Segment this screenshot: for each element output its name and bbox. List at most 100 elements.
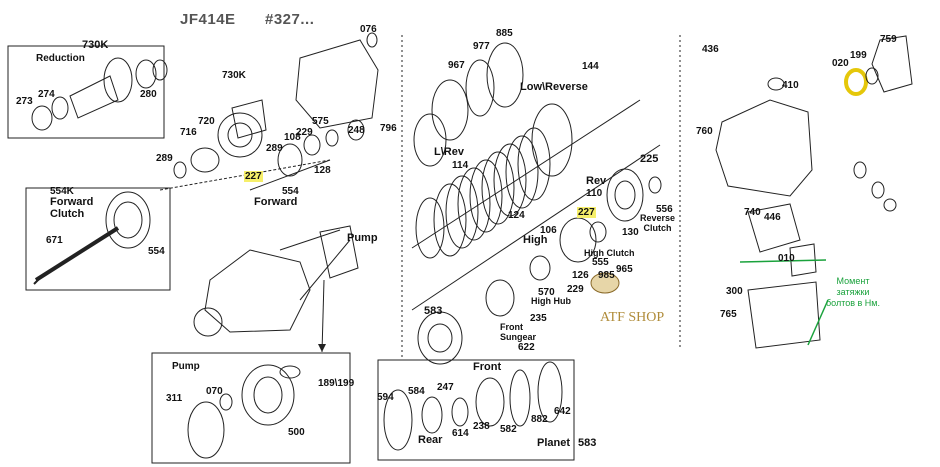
part-882: 882 [531, 414, 548, 425]
high-label: High [523, 234, 548, 246]
part-583b: 583 [578, 437, 597, 449]
pump-box [151, 352, 351, 464]
part-274: 274 [38, 89, 55, 100]
part-730k: 730K [222, 70, 246, 81]
planet-label: Planet [537, 437, 571, 449]
forward-clutch-label: Forward Clutch [50, 196, 94, 220]
part-235: 235 [530, 313, 547, 324]
part-622: 622 [518, 342, 535, 353]
part-227-rev: 227 [577, 207, 596, 218]
ring-gear-720 [217, 112, 263, 158]
main-case [204, 249, 311, 333]
pump-cover [319, 225, 359, 279]
reduction-label: Reduction [36, 53, 85, 64]
reduction-box [7, 45, 165, 139]
part-199: 199 [850, 50, 867, 61]
part-796: 796 [380, 123, 397, 134]
part-130: 130 [622, 227, 639, 238]
differential-716 [190, 147, 220, 173]
pump-body [241, 364, 295, 426]
part-584: 584 [408, 386, 425, 397]
part-570: 570 [538, 287, 555, 298]
part-070: 070 [206, 386, 223, 397]
transfer-housing [295, 39, 379, 129]
torque-note: Момент затяжки болтов в Нм. [826, 276, 880, 308]
pump-title: Pump [347, 232, 378, 244]
part-110: 110 [586, 188, 603, 199]
part-967: 967 [448, 60, 465, 71]
part-189-199: 189\199 [318, 378, 355, 389]
filter-010 [789, 243, 817, 277]
reverse-clutch-label: Reverse Clutch [640, 213, 676, 233]
part-720: 720 [198, 116, 215, 127]
part-238: 238 [473, 421, 490, 432]
forward-clutch-drum [105, 191, 151, 249]
rev-label: Rev [586, 175, 607, 187]
forward-label: Forward [254, 196, 298, 208]
part-076: 076 [360, 24, 377, 35]
ring-594 [383, 389, 413, 451]
reverse-clutch-drum [606, 168, 644, 222]
part-289a: 289 [266, 143, 283, 154]
part-594: 594 [377, 392, 394, 403]
front-sungear-label: Front Sungear [500, 322, 537, 342]
forward-clutch-box [25, 187, 171, 291]
part-716: 716 [180, 127, 197, 138]
part-765: 765 [720, 309, 737, 320]
part-247: 247 [437, 382, 454, 393]
part-554a: 554 [282, 186, 299, 197]
part-124: 124 [508, 210, 525, 221]
part-108: 108 [284, 132, 301, 143]
part-128: 128 [314, 165, 331, 176]
part-229: 229 [296, 127, 313, 138]
part-144: 144 [582, 61, 599, 72]
pump-label: Pump [172, 361, 200, 372]
front-sungear [485, 279, 515, 317]
washer-273 [31, 105, 53, 131]
part-126: 126 [572, 270, 589, 281]
part-300: 300 [726, 286, 743, 297]
part-500: 500 [288, 427, 305, 438]
seal-311 [187, 401, 225, 459]
part-642: 642 [554, 406, 571, 417]
part-614: 614 [452, 428, 469, 439]
carrier-582 [475, 377, 505, 427]
snap-ring-885 [486, 42, 524, 108]
reduction-gear [103, 57, 133, 103]
oil-pan-765 [747, 281, 821, 349]
part-229b: 229 [567, 284, 584, 295]
model-title: JF414E [180, 11, 236, 28]
part-730k-header: 730K [82, 39, 109, 51]
part-114: 114 [452, 160, 469, 171]
part-759: 759 [880, 34, 897, 45]
ring-020 [844, 68, 868, 96]
high-clutch-label: High Clutch [584, 248, 635, 258]
part-554b: 554 [148, 246, 165, 257]
part-671: 671 [46, 235, 63, 246]
part-227-forward: 227 [244, 171, 263, 182]
ref-number: #327... [265, 11, 315, 28]
part-106: 106 [540, 225, 557, 236]
part-575: 575 [312, 116, 329, 127]
planet-box [377, 359, 575, 461]
part-280: 280 [140, 89, 157, 100]
planet-642 [537, 361, 563, 423]
part-436: 436 [702, 44, 719, 55]
l-rev-label: L\Rev [434, 146, 464, 158]
valve-body-740 [747, 203, 801, 253]
clutch-plates-114 [433, 127, 551, 257]
part-582: 582 [500, 424, 517, 435]
part-010: 010 [778, 253, 795, 264]
cover-759 [871, 35, 913, 93]
part-740: 740 [744, 207, 761, 218]
part-555: 555 [592, 257, 609, 268]
part-273: 273 [16, 96, 33, 107]
part-985 [590, 272, 620, 294]
transmission-case-760 [715, 99, 813, 197]
planet-583 [417, 311, 463, 365]
part-311: 311 [166, 393, 183, 404]
part-446: 446 [764, 212, 781, 223]
gear-128 [277, 143, 303, 177]
part-556: 556 [656, 204, 673, 215]
